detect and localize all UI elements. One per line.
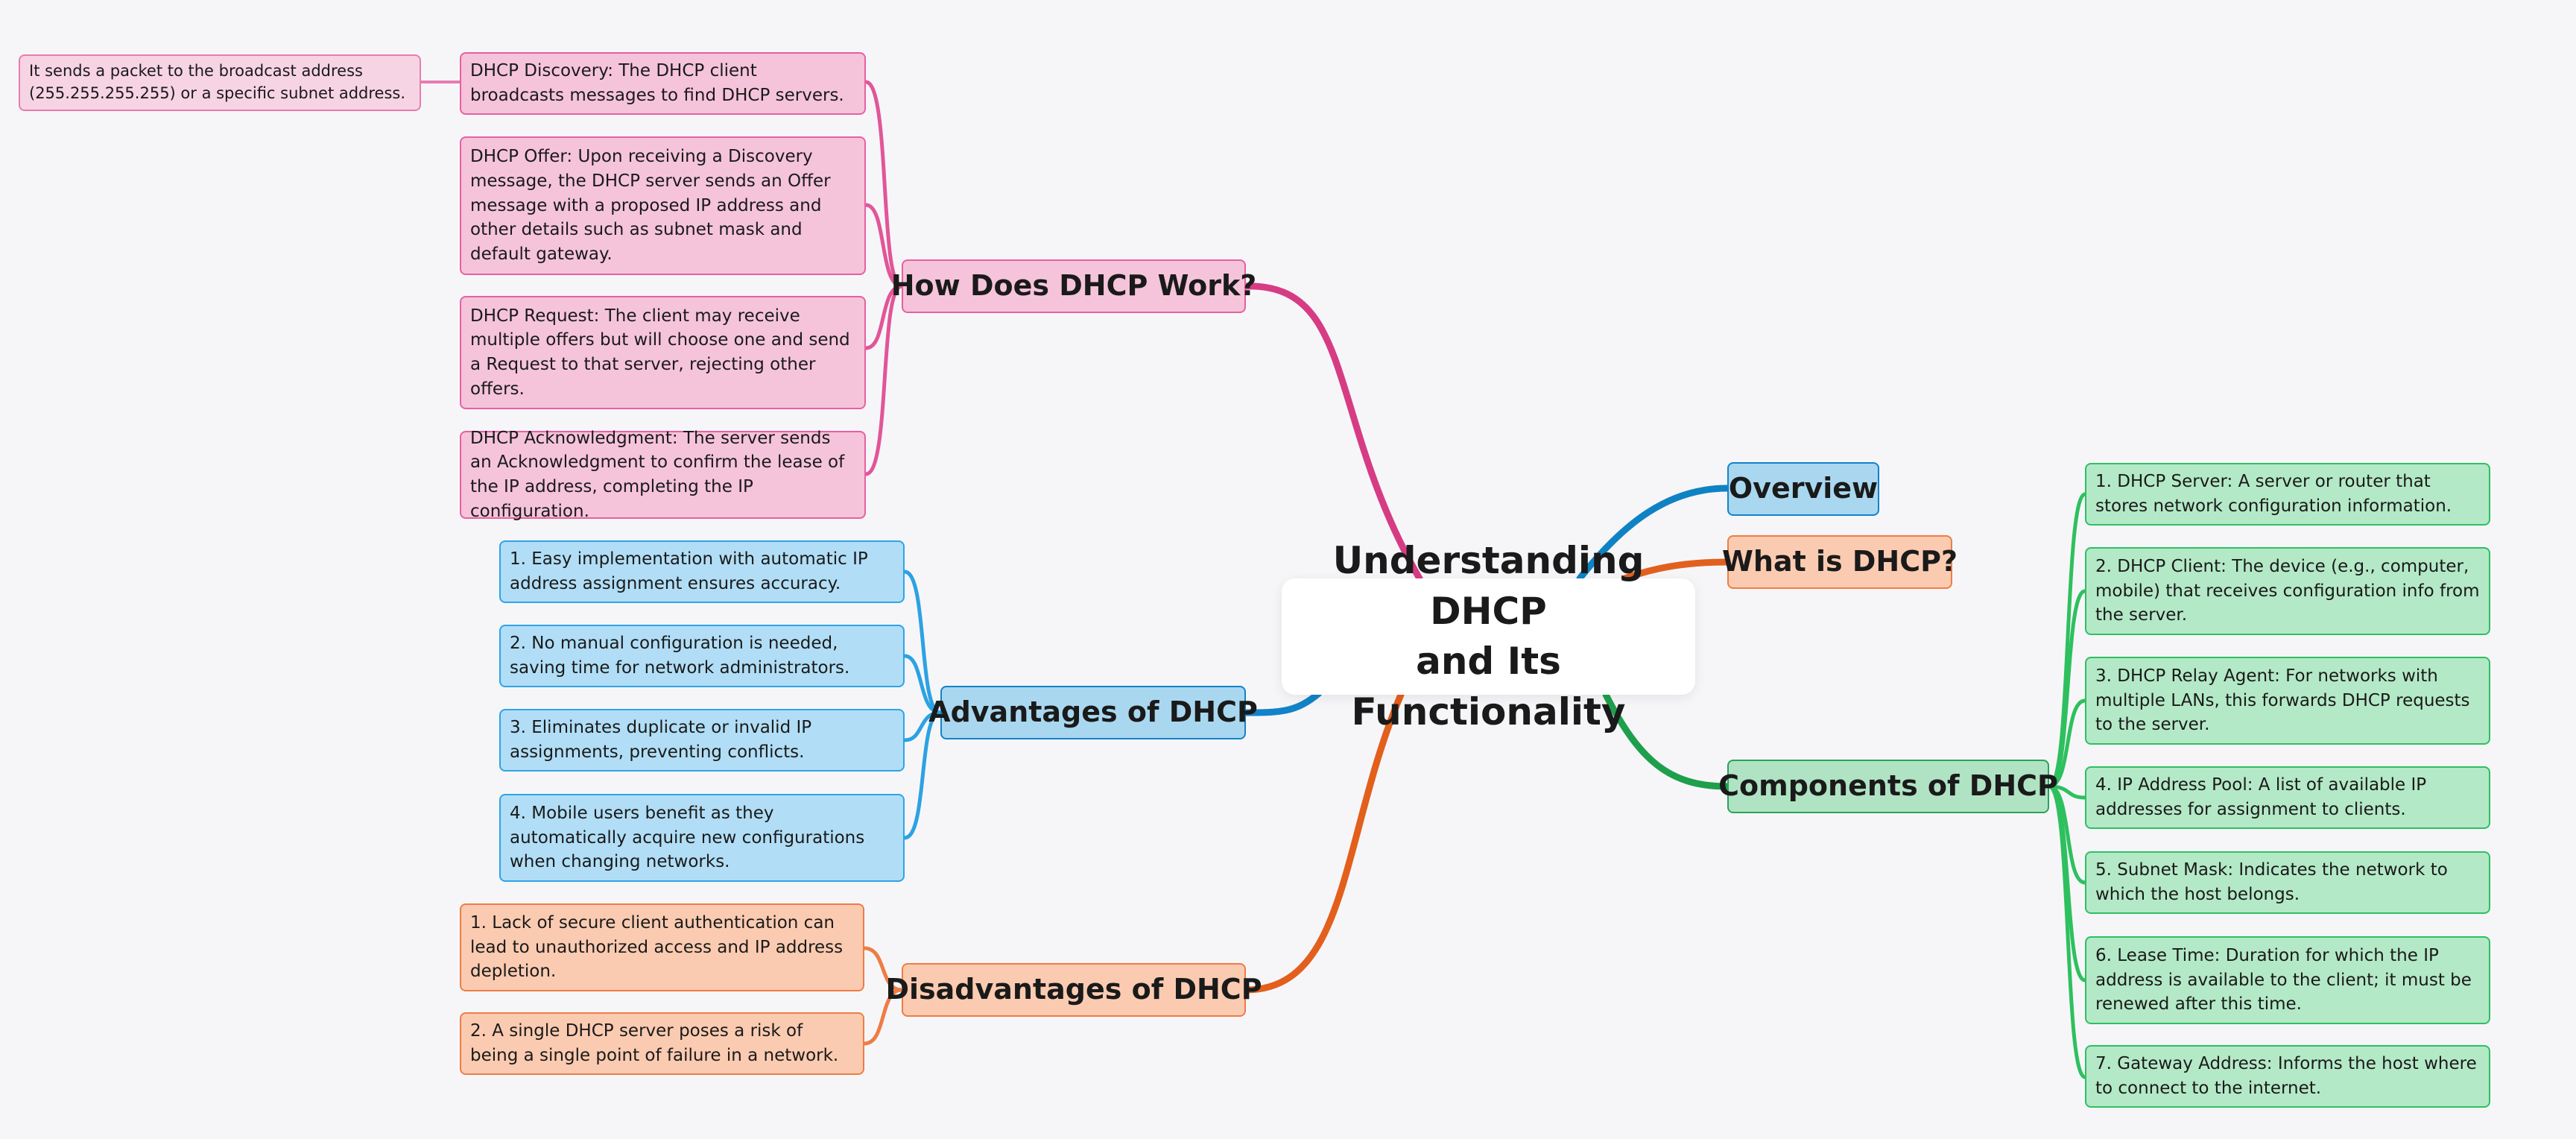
central-title-line-2: and Its Functionality [1351,640,1626,733]
advantage-item-4[interactable]: 4. Mobile users benefit as they automati… [499,794,905,882]
branch-overview[interactable]: Overview [1727,462,1879,516]
component-item-3[interactable]: 3. DHCP Relay Agent: For networks with m… [2085,657,2490,745]
link-dis-2 [862,988,904,1046]
link-adv-3 [902,710,943,742]
branch-label: Overview [1728,472,1879,505]
link-adv-4 [902,710,943,840]
central-title-line-1: Understanding DHCP [1332,539,1645,633]
link-adv-2 [902,654,943,715]
link-how-3 [864,284,904,350]
link-how-2 [864,203,904,288]
component-item-5[interactable]: 5. Subnet Mask: Indicates the network to… [2085,851,2490,914]
component-item-2[interactable]: 2. DHCP Client: The device (e.g., comput… [2085,547,2490,635]
note-discovery-broadcast[interactable]: It sends a packet to the broadcast addre… [19,54,421,111]
link-how-1 [864,80,904,288]
disadvantage-item-2[interactable]: 2. A single DHCP server poses a risk of … [460,1012,864,1075]
link-dis-1 [862,946,904,992]
branch-advantages[interactable]: Advantages of DHCP [928,686,1258,739]
link-how-4 [864,284,904,476]
component-item-7[interactable]: 7. Gateway Address: Informs the host whe… [2085,1045,2490,1108]
link-comp-3 [2047,698,2087,789]
link-comp-2 [2047,589,2087,789]
link-advantages [1242,690,1323,716]
link-overview [1576,485,1731,582]
advantage-item-2[interactable]: 2. No manual configuration is needed, sa… [499,625,905,687]
branch-how-dhcp-works[interactable]: How Does DHCP Work? [891,259,1256,313]
branch-label: Disadvantages of DHCP [885,973,1262,1006]
link-what-is [1621,558,1731,582]
branch-label: Advantages of DHCP [928,695,1258,729]
disadvantage-item-1[interactable]: 1. Lack of secure client authentication … [460,903,864,991]
advantage-item-1[interactable]: 1. Easy implementation with automatic IP… [499,540,905,603]
how-item-acknowledgment[interactable]: DHCP Acknowledgment: The server sends an… [460,429,866,521]
link-disadvantages [1242,691,1405,994]
branch-disadvantages[interactable]: Disadvantages of DHCP [885,963,1262,1017]
central-topic[interactable]: Understanding DHCP and Its Functionality [1282,539,1695,733]
component-item-6[interactable]: 6. Lease Time: Duration for which the IP… [2085,936,2490,1024]
link-adv-1 [902,570,943,715]
branch-label: Components of DHCP [1718,769,2058,803]
branch-what-is-dhcp[interactable]: What is DHCP? [1722,535,1958,589]
how-item-offer[interactable]: DHCP Offer: Upon receiving a Discovery m… [460,136,866,275]
link-comp-7 [2047,784,2087,1079]
link-components [1602,691,1731,790]
component-item-4[interactable]: 4. IP Address Pool: A list of available … [2085,766,2490,829]
branch-label: What is DHCP? [1722,545,1958,578]
advantage-item-3[interactable]: 3. Eliminates duplicate or invalid IP as… [499,709,905,772]
how-item-request[interactable]: DHCP Request: The client may receive mul… [460,296,866,409]
component-item-1[interactable]: 1. DHCP Server: A server or router that … [2085,463,2490,526]
link-how [1242,283,1423,582]
branch-label: How Does DHCP Work? [890,269,1257,303]
branch-components[interactable]: Components of DHCP [1718,760,2058,813]
how-item-discovery[interactable]: DHCP Discovery: The DHCP client broadcas… [460,52,866,115]
